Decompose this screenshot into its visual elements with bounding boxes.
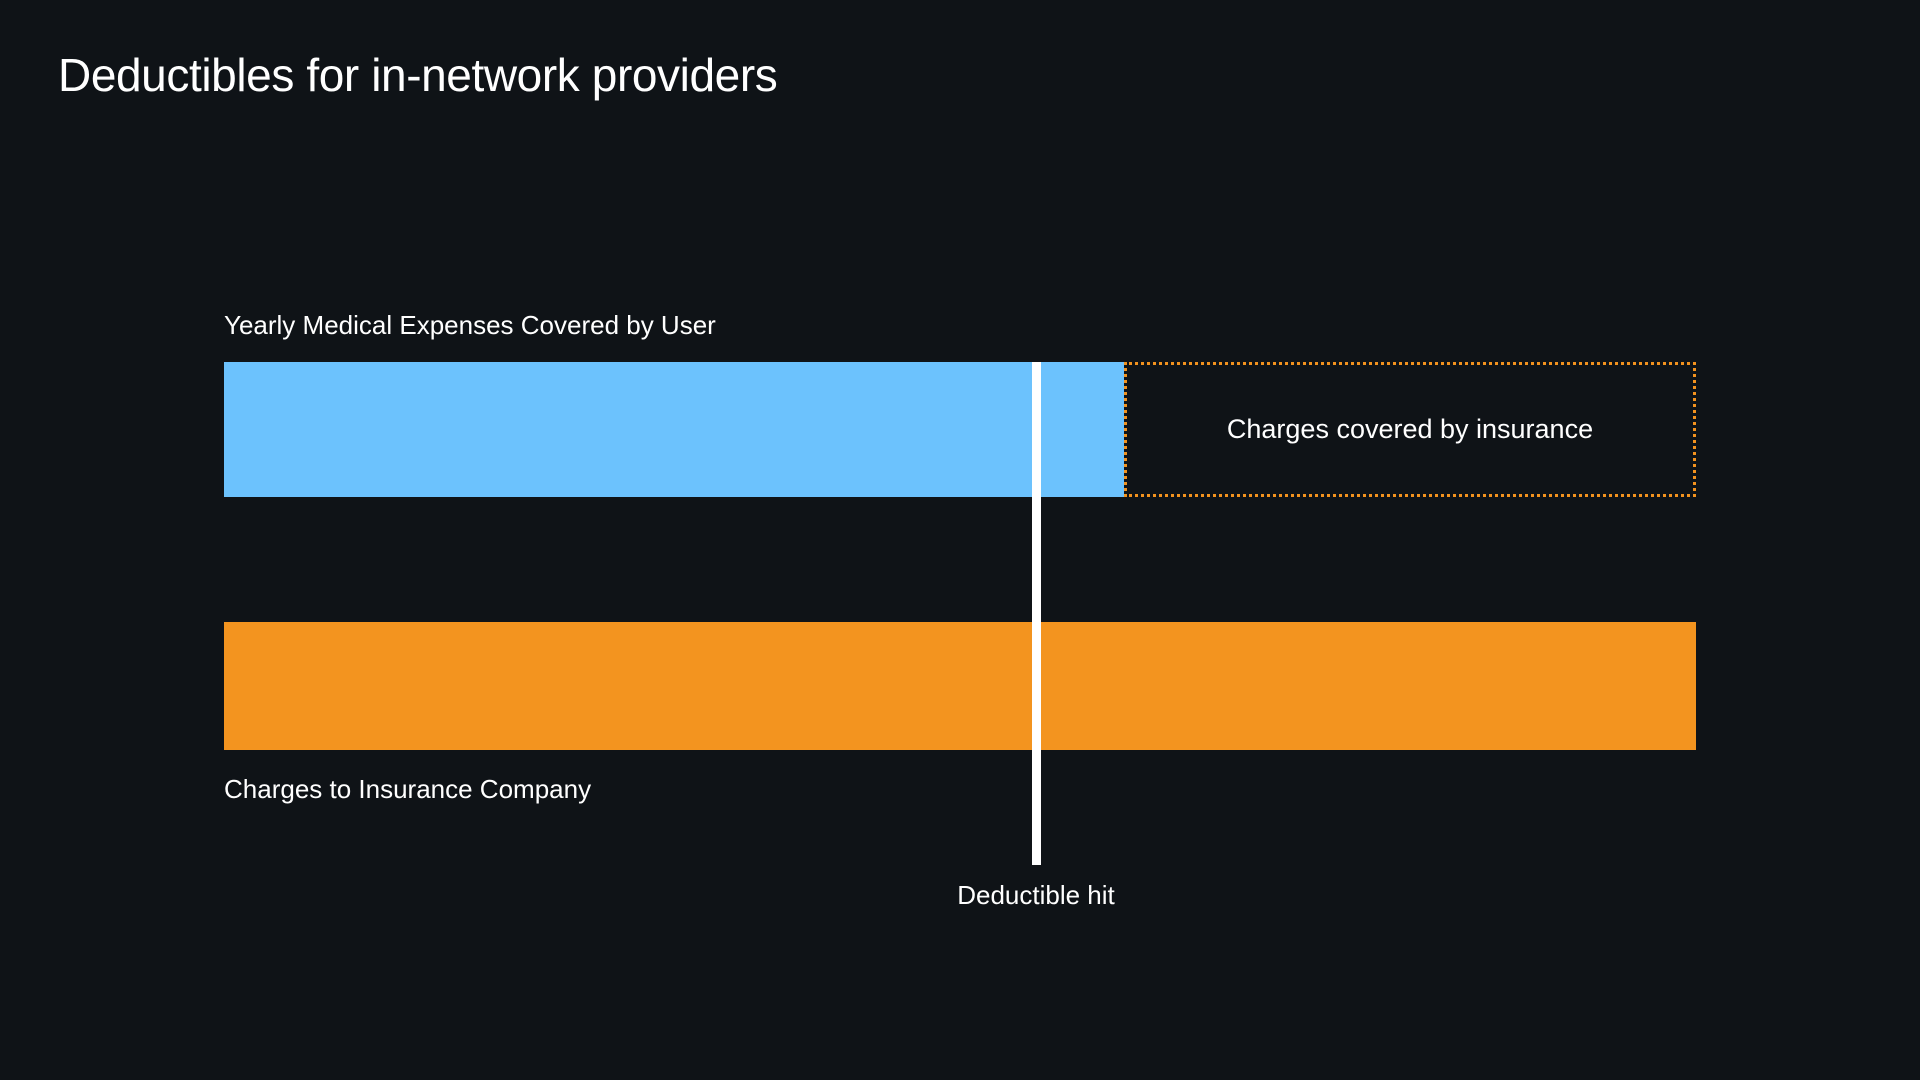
deductible-marker-line (1032, 362, 1041, 865)
insurer-bar-label: Charges to Insurance Company (224, 774, 592, 804)
page-title: Deductibles for in-network providers (58, 49, 778, 101)
insurer-charges-bar (224, 622, 1696, 750)
insurance-coverage-label: Charges covered by insurance (1226, 414, 1594, 444)
deductible-marker-label: Deductible hit (957, 880, 1115, 910)
user-expenses-bar (224, 362, 1124, 497)
insurance-coverage-region: Charges covered by insurance (1124, 362, 1696, 497)
user-bar-label: Yearly Medical Expenses Covered by User (224, 310, 716, 340)
